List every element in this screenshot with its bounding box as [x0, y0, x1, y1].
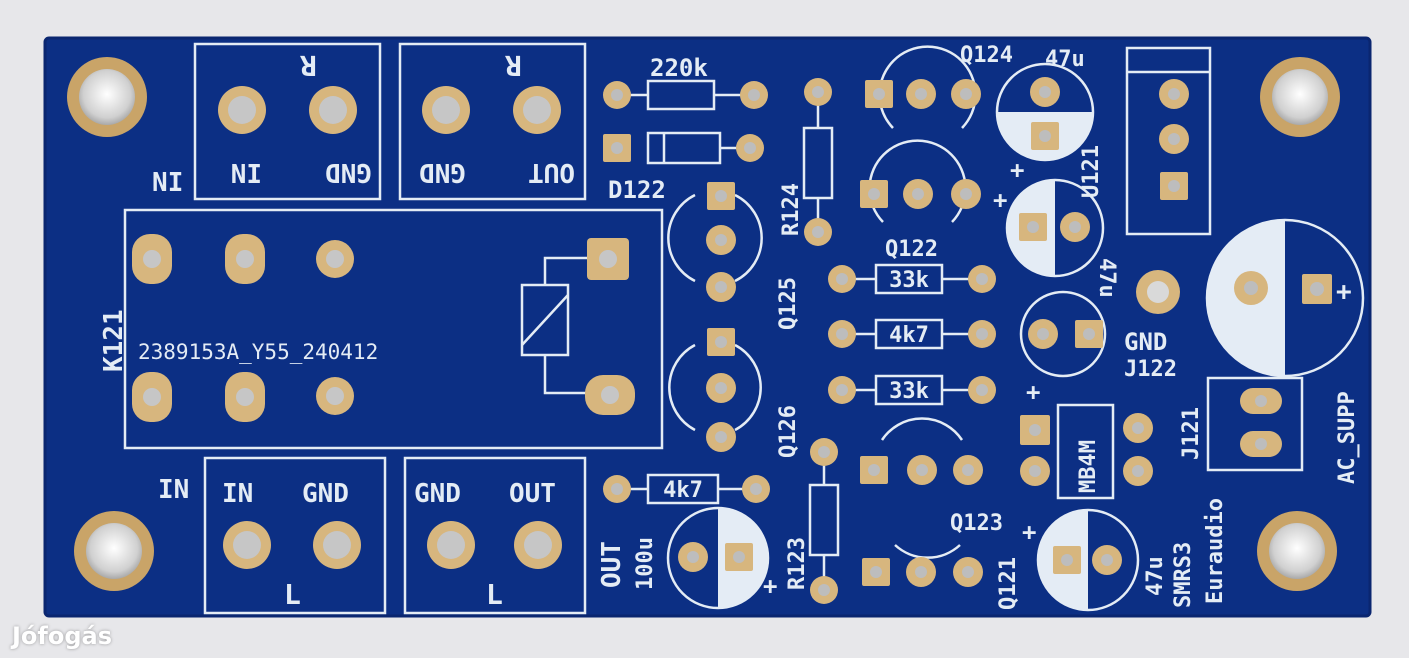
label-r123: R123 — [785, 537, 810, 590]
label-l-in-gnd: GND — [302, 479, 349, 509]
label-4k7-a: 4k7 — [889, 323, 929, 348]
label-r-in-gnd: GND — [325, 157, 372, 187]
label-q122: Q122 — [885, 237, 938, 262]
watermark: Jófogás — [12, 622, 113, 650]
label-q121: Q121 — [996, 557, 1021, 610]
label-4k7-b: 4k7 — [663, 478, 703, 503]
label-euraudio: Euraudio — [1203, 498, 1228, 604]
label-l-out-out: OUT — [509, 479, 556, 509]
label-relay-part: 2389153A_Y55_240412 — [138, 340, 378, 364]
label-in-bottom-left: IN — [158, 475, 189, 505]
label-q124: Q124 — [960, 43, 1013, 68]
pads — [132, 77, 1332, 604]
label-47u-top: 47u — [1045, 47, 1085, 72]
plus-mark-2: + — [993, 186, 1007, 214]
label-l-out-l: L — [486, 578, 503, 611]
label-q123: Q123 — [950, 511, 1003, 536]
label-33k-a: 33k — [889, 268, 929, 293]
plus-mark-1: + — [1010, 156, 1024, 184]
label-q126: Q126 — [776, 405, 801, 458]
label-33k-b: 33k — [889, 379, 929, 404]
label-l-in-l: L — [284, 578, 301, 611]
label-r-out-out: OUT — [528, 157, 575, 187]
label-smrs3: SMRS3 — [1171, 542, 1196, 608]
label-l-out-gnd: GND — [414, 479, 461, 509]
label-d122: D122 — [608, 176, 666, 204]
label-j121: J121 — [1179, 407, 1204, 460]
label-k121: K121 — [99, 309, 129, 372]
plus-mark-6: + — [1022, 518, 1036, 546]
label-mb4m: MB4M — [1076, 440, 1101, 493]
label-220k: 220k — [650, 54, 708, 82]
label-47u-bottom: 47u — [1143, 556, 1168, 596]
plus-mark-3: + — [1336, 277, 1352, 307]
plus-mark-4: + — [1026, 378, 1040, 406]
label-r-out-r: R — [505, 49, 522, 82]
plus-mark-5: + — [763, 572, 777, 600]
label-q125: Q125 — [776, 277, 801, 330]
label-ac-supp: AC_SUPP — [1335, 391, 1360, 484]
mounting-holes — [67, 57, 1340, 591]
label-r124: R124 — [779, 183, 804, 236]
label-r-in-r: R — [300, 49, 317, 82]
label-r-in-in: IN — [231, 157, 262, 187]
label-100u: 100u — [633, 537, 658, 590]
label-out-bottom: OUT — [597, 541, 627, 588]
label-gnd: GND — [1124, 328, 1167, 356]
label-47u-mid: 47u — [1094, 258, 1119, 298]
label-l-in-in: IN — [222, 479, 253, 509]
label-u121: U121 — [1079, 145, 1104, 198]
label-r-out-gnd: GND — [419, 157, 466, 187]
label-j122: J122 — [1124, 357, 1177, 382]
label-in-top-left: IN — [152, 165, 183, 195]
